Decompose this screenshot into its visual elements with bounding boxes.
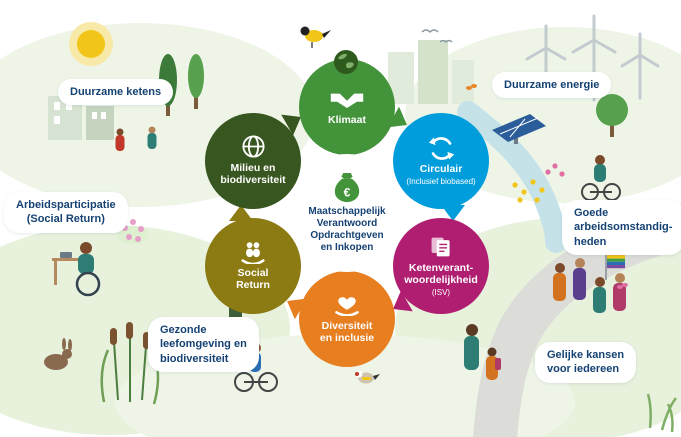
rabbit [44,338,72,370]
segment-label: Milieu en biodiversiteit [220,161,286,186]
earth-badge-icon [333,49,359,75]
adult-and-child [464,324,501,380]
diagram-title: Maatschappelijk Verantwoord Opdrachtgeve… [308,205,386,254]
segment-social-return: Social Return [205,218,301,314]
segment-sublabel: (Inclusief biobased) [406,177,476,187]
tree-right [596,94,628,137]
butterflies [466,84,628,289]
segment-milieu-en-biodiversiteit: Milieu en biodiversiteit [205,113,301,209]
person-wheelchair [52,242,101,297]
birds-flying [421,29,453,44]
flowers-yellow-right [512,179,545,203]
callout-goede-arbeidsomstandigheden: Goede arbeidsomstandig- heden [562,200,681,255]
segment-klimaat: Klimaat [299,59,395,155]
sun [69,22,113,66]
callout-arbeidsparticipatie: Arbeidsparticipatie (Social Return) [4,192,128,233]
segment-sublabel: (ISV) [431,288,451,298]
segment-circulair: Circulair (Inclusief biobased) [393,113,489,209]
segment-label: Diversiteit en inclusie [319,319,375,344]
handshake-icon [329,86,365,112]
diagram-center: € Maatschappelijk Verantwoord Opdrachtge… [288,154,406,272]
money-bag-icon: € [332,172,362,204]
segment-label: Ketenverant- woordelijkheid [404,262,478,287]
goldfinch-bird [355,370,380,384]
great-tit-bird [300,26,331,48]
river [457,101,567,253]
people-group-right [553,258,626,313]
segment-ketenverantwoordelijkheid: Ketenverant- woordelijkheid (ISV) [393,218,489,314]
globe-icon [240,134,267,160]
flowers-pink-right [545,163,565,177]
grass-corner-right [646,393,677,433]
segment-label: Circulair [419,163,463,176]
segment-label: Social Return [236,266,270,291]
segment-diversiteit-en-inclusie: Diversiteit en inclusie [299,271,395,367]
heart-in-hands-icon [333,292,361,318]
callout-duurzame-energie: Duurzame energie [492,72,612,99]
documents-icon [429,234,453,260]
segment-label: Klimaat [328,113,366,126]
callout-gelijke-kansen: Gelijke kansen voor iedereen [535,342,637,383]
walkers-top-left [115,126,157,151]
callout-gezonde-leefomgeving: Gezonde leefomgeving en biodiversiteit [148,317,259,372]
flowers-pink-left [117,219,149,244]
people-in-hand-icon [240,239,266,265]
euro-symbol: € [344,185,351,199]
recycle-icon [428,135,455,161]
solar-panel [492,114,546,144]
callout-duurzame-ketens: Duurzame ketens [58,79,174,106]
